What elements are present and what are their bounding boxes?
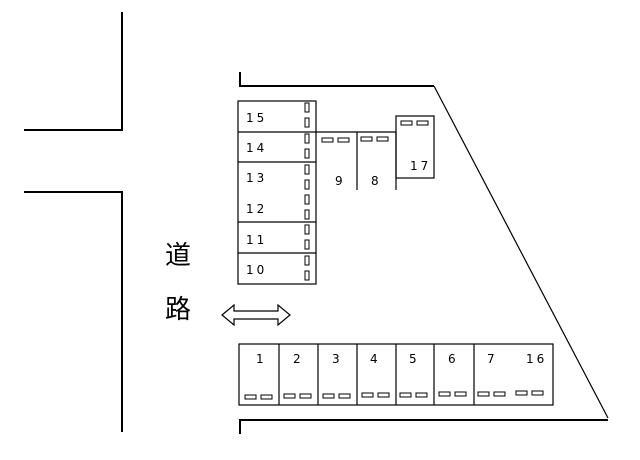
- space-4-label: 4: [370, 352, 381, 366]
- space-17-label: 17: [410, 159, 431, 173]
- lot-diagonal-edge: [433, 85, 609, 419]
- bottom-row-spaces: 1 2 3 4 5 6 7 16: [238, 343, 554, 406]
- space-7-label: 7: [487, 352, 498, 366]
- left-column-frame: [237, 100, 317, 285]
- space-12-label: 12: [246, 202, 267, 216]
- left-column-spaces: 15 14 13 12 11 10: [237, 100, 317, 285]
- space-17: 17: [395, 115, 435, 179]
- space-3-label: 3: [332, 352, 343, 366]
- space-5-label: 5: [409, 352, 420, 366]
- lot-top-edge: [239, 72, 434, 87]
- space-13-label: 13: [246, 171, 267, 185]
- space-8-label: 8: [371, 174, 382, 188]
- space-14-label: 14: [246, 141, 267, 155]
- road-boundaries: [24, 12, 123, 432]
- double-arrow-icon: [221, 303, 291, 327]
- road-label-char-1: 道: [165, 241, 191, 271]
- middle-spaces: 9 8: [316, 131, 397, 190]
- space-15-label: 15: [246, 111, 267, 125]
- road-label-char-2: 路: [165, 295, 191, 325]
- space-6-label: 6: [448, 352, 459, 366]
- space-10-label: 10: [246, 263, 267, 277]
- road-edge-lower: [24, 191, 123, 432]
- lot-bottom-edge: [239, 419, 608, 434]
- road-label: 道 路: [165, 241, 191, 325]
- space-11-label: 11: [246, 233, 267, 247]
- road-edge-upper: [24, 12, 123, 131]
- space-16-label: 16: [526, 352, 547, 366]
- space-9-label: 9: [335, 174, 346, 188]
- lot-outline: [239, 72, 609, 434]
- space-1-label: 1: [256, 352, 267, 366]
- space-2-label: 2: [293, 352, 304, 366]
